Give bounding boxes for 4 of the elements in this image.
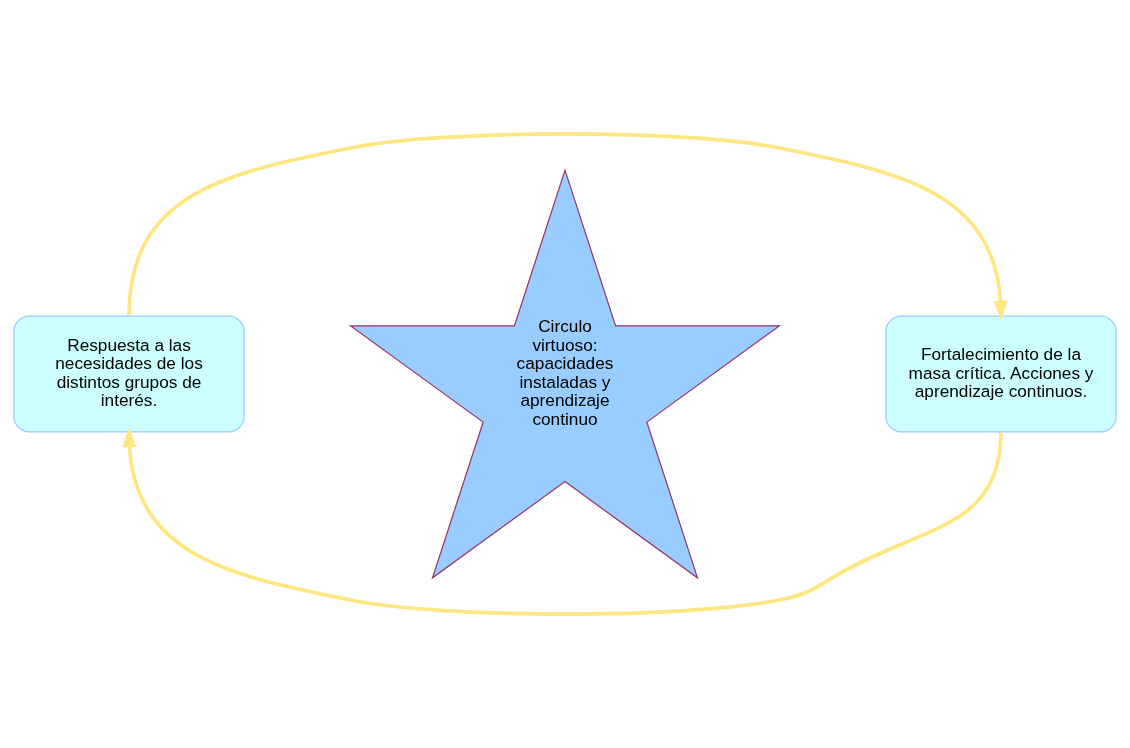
node-box: Fortalecimiento de la masa crítica. Acciones y aprendizaje continuos. [885,315,1117,433]
arrow [127,132,1008,321]
node-box: Respuesta a las necesidades de los distintos grupos de interés. [13,315,245,433]
arrow [122,427,1003,616]
